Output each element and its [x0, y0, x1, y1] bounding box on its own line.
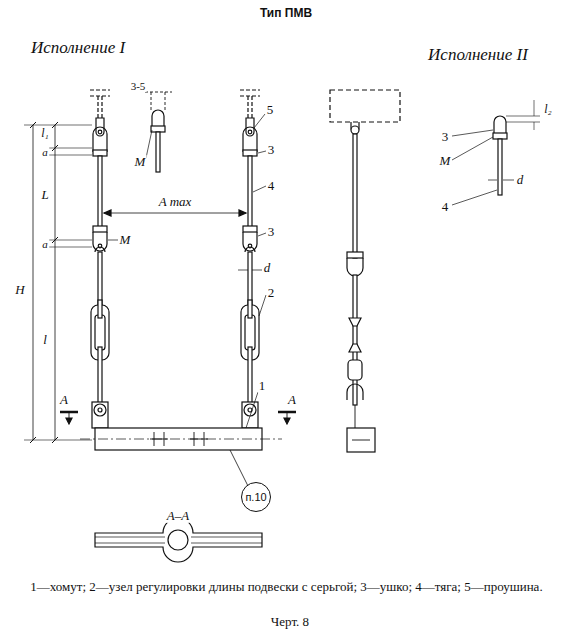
dimension-label: a — [41, 238, 49, 250]
drawing-title: Тип ПМВ — [260, 7, 312, 20]
dimension-label: L — [40, 188, 49, 202]
thread-label: M — [134, 155, 147, 169]
dimension-label: 3-5 — [130, 80, 147, 92]
callout-number: 4 — [441, 200, 450, 214]
callout-number: 5 — [266, 103, 275, 117]
callout-number: 3 — [267, 143, 276, 157]
reference-text: п.10 — [245, 491, 266, 503]
variant-title: Исполнение I — [30, 39, 126, 58]
dimension-label: l₁ — [40, 127, 50, 140]
section-mark: A — [59, 393, 69, 407]
thread-label: M — [439, 154, 452, 168]
dimension-label: l — [42, 333, 48, 347]
callout-number: 2 — [267, 286, 276, 300]
drawing-number: Черт. 8 — [270, 615, 310, 629]
dimension-label: l₂ — [543, 103, 553, 116]
dimension-label: A max — [158, 195, 193, 209]
callout-number: 3 — [441, 130, 450, 144]
thread-label: M — [119, 233, 132, 247]
dimension-label: d — [263, 261, 272, 275]
section-mark: A — [287, 393, 297, 407]
callout-number: 3 — [267, 225, 276, 239]
dimension-label: d — [516, 173, 525, 187]
dimension-label: a — [41, 146, 49, 158]
section-title: A–A — [166, 509, 190, 523]
variant-title: Исполнение II — [427, 46, 529, 65]
reference-circle: п.10 — [241, 482, 271, 512]
callout-number: 4 — [267, 179, 276, 193]
dimension-label: H — [14, 283, 25, 297]
caption: 1—хомут; 2—узел регулировки длины подвес… — [14, 580, 559, 594]
callout-number: 1 — [258, 379, 267, 393]
